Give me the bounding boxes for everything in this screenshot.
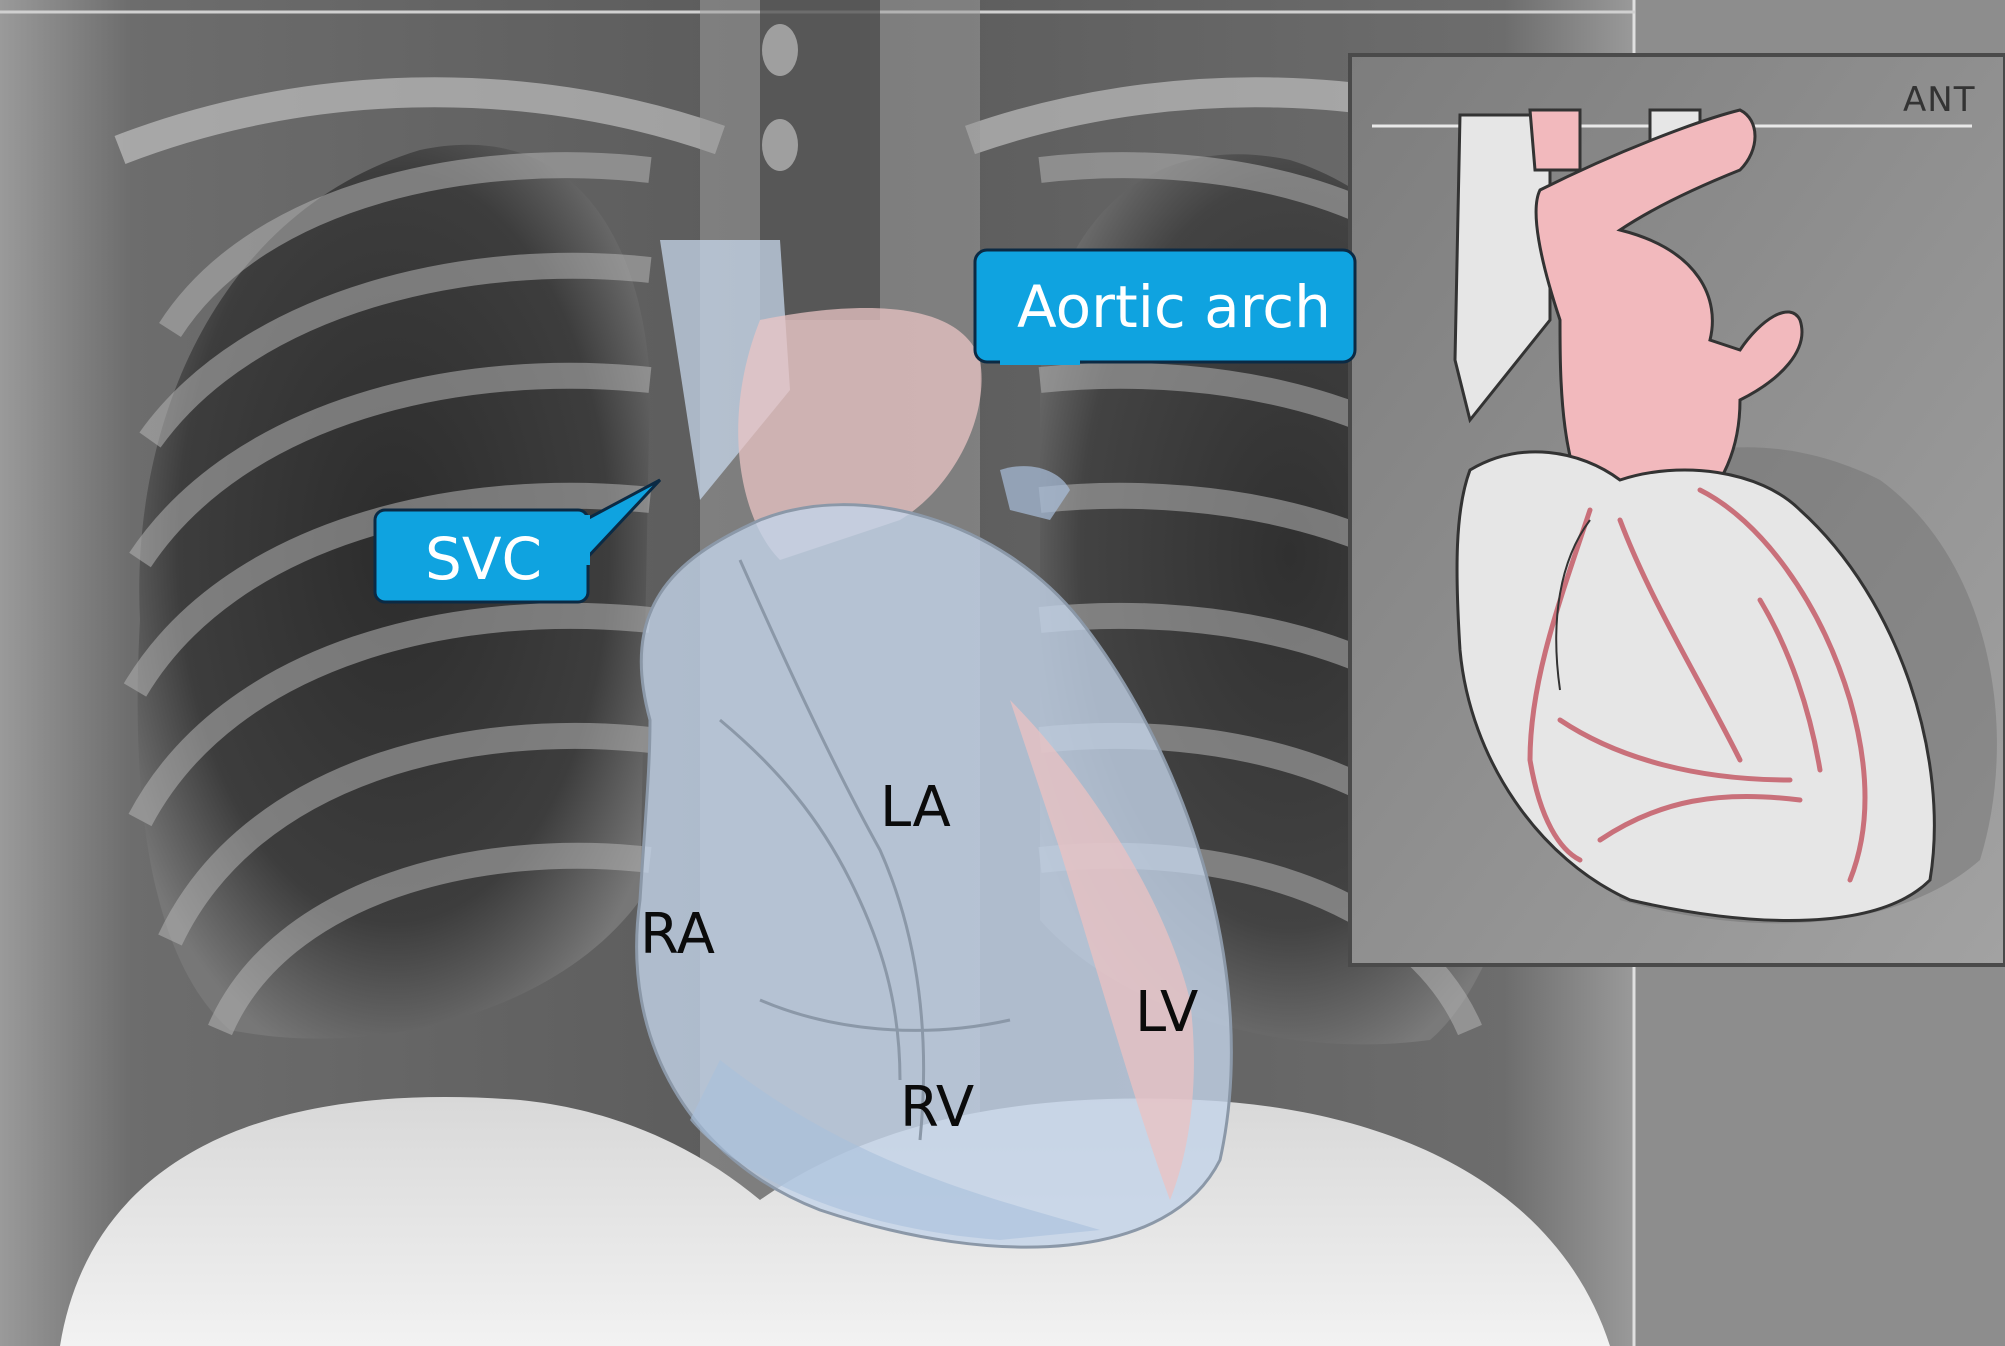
inset-label-ant: ANT (1903, 80, 1975, 120)
callout-label-aortic-arch: Aortic arch (1017, 278, 1331, 336)
label-lv: LV (1135, 985, 1198, 1041)
label-rv: RV (900, 1080, 974, 1136)
label-la: LA (880, 780, 951, 836)
label-ra: RA (640, 907, 715, 963)
callout-label-svc: SVC (425, 530, 542, 588)
heart-inset-panel (1350, 55, 2005, 965)
